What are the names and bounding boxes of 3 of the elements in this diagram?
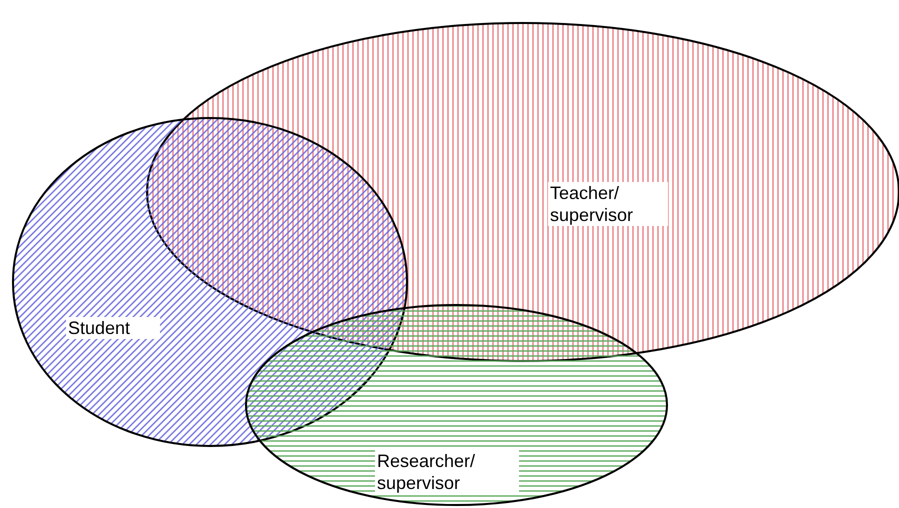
set-label: Student [66,317,160,339]
set-label: Researcher/ supervisor [375,450,519,494]
set-label: Teacher/ supervisor [548,182,668,226]
